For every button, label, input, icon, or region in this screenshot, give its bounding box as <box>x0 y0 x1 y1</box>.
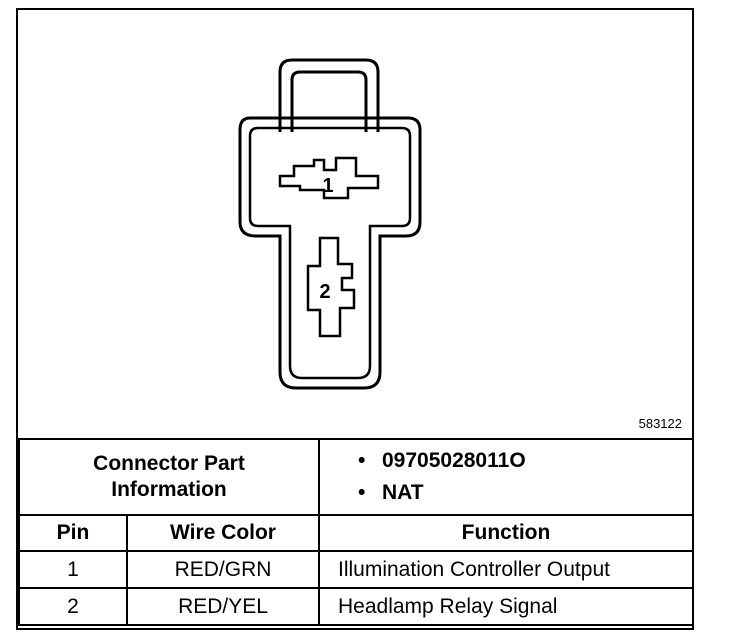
part-info-label: Connector Part Information <box>18 438 320 516</box>
terminal-cavity-1 <box>278 156 380 200</box>
part-info-list: • 09705028011O • NAT <box>318 438 694 516</box>
pin-cell: 2 <box>18 587 128 626</box>
connector-info-table: Connector Part Information • 09705028011O… <box>18 438 694 626</box>
diagram-frame: 1 2 583122 Connector Part Information • 0… <box>16 8 694 630</box>
function-cell: Headlamp Relay Signal <box>318 587 694 626</box>
part-family: NAT <box>382 481 424 504</box>
part-info-row: Connector Part Information • 09705028011O… <box>18 438 694 516</box>
table-row: 1 RED/GRN Illumination Controller Output <box>18 550 694 589</box>
terminal-label-1: 1 <box>322 175 333 197</box>
connector-body-inner <box>248 126 412 380</box>
table-row: 2 RED/YEL Headlamp Relay Signal <box>18 587 694 626</box>
bullet-icon: • <box>358 449 366 472</box>
part-info-item: • NAT <box>358 477 686 509</box>
wire-color-cell: RED/GRN <box>126 550 320 589</box>
connector-body-outer <box>238 116 422 390</box>
terminal-cavity-2 <box>306 236 356 338</box>
part-info-item: • 09705028011O <box>358 445 686 477</box>
table-header-row: Pin Wire Color Function <box>18 514 694 552</box>
header-pin: Pin <box>18 514 128 552</box>
terminal-label-2: 2 <box>319 281 330 303</box>
header-wire-color: Wire Color <box>126 514 320 552</box>
header-function: Function <box>318 514 694 552</box>
bullet-icon: • <box>358 481 366 504</box>
wire-color-cell: RED/YEL <box>126 587 320 626</box>
part-number: 09705028011O <box>382 449 526 472</box>
function-cell: Illumination Controller Output <box>318 550 694 589</box>
figure-id: 583122 <box>638 416 682 431</box>
part-info-label-line1: Connector Part <box>93 452 245 475</box>
connector-latch-tab <box>278 58 380 132</box>
connector-drawing: 1 2 <box>238 58 422 390</box>
pin-cell: 1 <box>18 550 128 589</box>
part-info-label-line2: Information <box>111 478 227 501</box>
